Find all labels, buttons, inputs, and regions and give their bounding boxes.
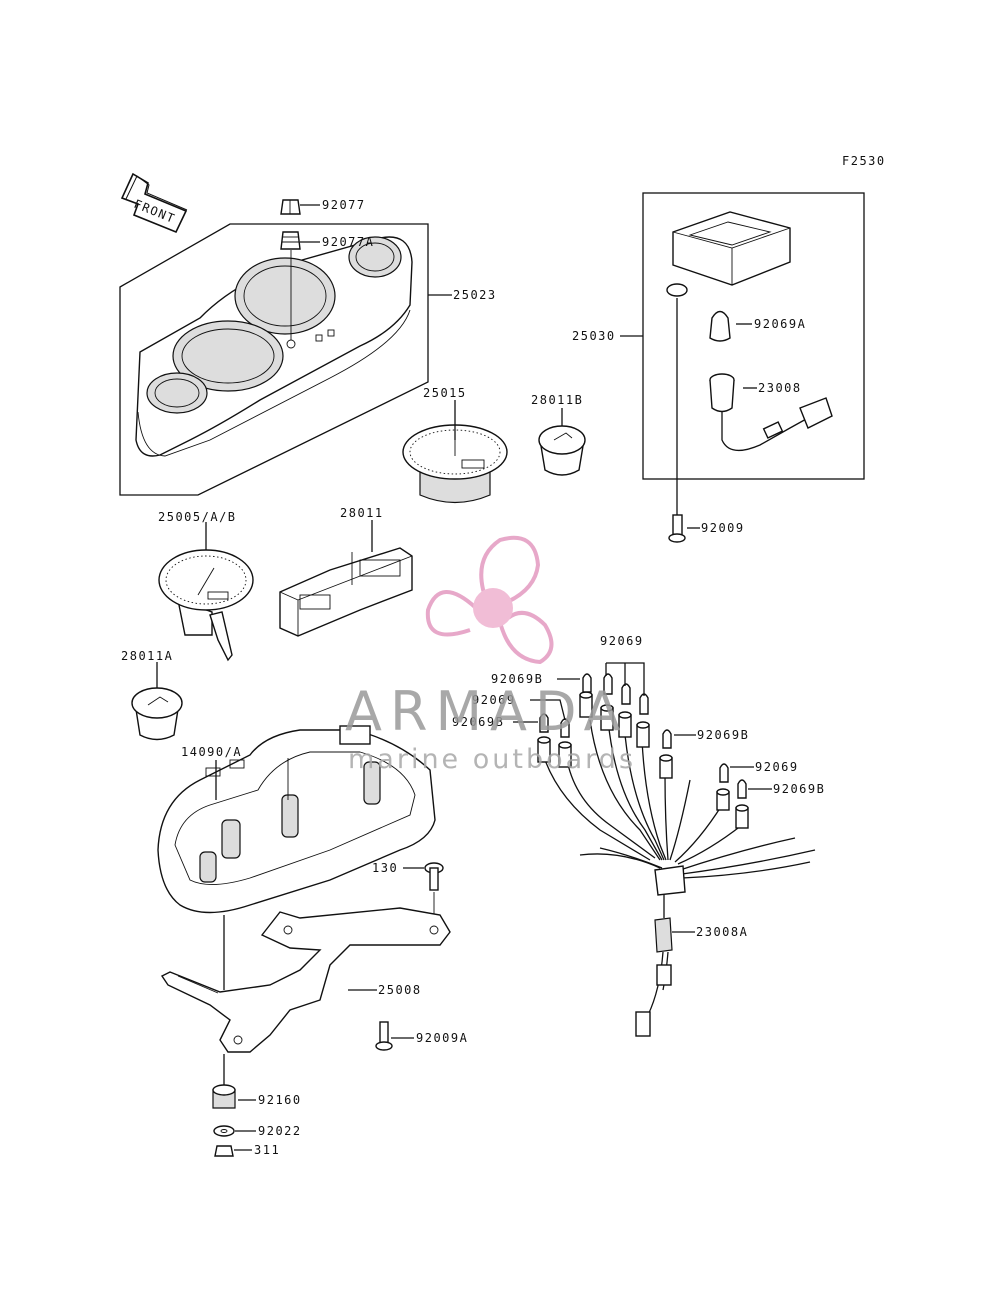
label-28011B: 28011B — [531, 393, 583, 407]
part-14090: 14090/A — [157, 725, 436, 914]
label-92069-top: 92069 — [600, 634, 644, 648]
propeller-icon — [425, 535, 554, 665]
label-25005: 25005/A/B — [158, 510, 237, 524]
part-25015: 25015 — [402, 386, 508, 504]
part-28011B: 28011B — [531, 393, 586, 476]
label-92077A: 92077A — [322, 235, 374, 249]
label-25030: 25030 — [572, 329, 616, 343]
meter-cover-group: 25023 — [119, 223, 497, 496]
label-92069B-f: 92069B — [773, 782, 825, 796]
label-14090: 14090/A — [181, 745, 242, 759]
label-92069A: 92069A — [754, 317, 806, 331]
part-28011: 28011 — [279, 506, 413, 637]
part-25005: 25005/A/B — [158, 510, 254, 662]
label-92069-e: 92069 — [755, 760, 799, 774]
label-28011: 28011 — [340, 506, 384, 520]
label-92009A: 92009A — [416, 1031, 468, 1045]
figure-number: F2530 — [842, 154, 886, 168]
label-92009: 92009 — [701, 521, 745, 535]
label-92069B-c: 92069B — [452, 715, 504, 729]
label-92069B-a: 92069B — [491, 672, 543, 686]
label-92069B-d: 92069B — [697, 728, 749, 742]
watermark-tagline: marine outboards — [348, 744, 636, 775]
part-92009A: 92009A — [375, 1021, 468, 1051]
part-25008: 25008 — [160, 907, 451, 1053]
label-92022: 92022 — [258, 1124, 302, 1138]
part-92077A: 92077A — [280, 231, 374, 250]
label-92069-b: 92069 — [472, 693, 516, 707]
label-92077: 92077 — [322, 198, 366, 212]
label-311: 311 — [254, 1143, 280, 1157]
bulb-callouts: 92069 92069B 92069 92069B 92069B 92069 9… — [452, 634, 825, 796]
label-23008: 23008 — [758, 381, 802, 395]
part-23008A-harness: 23008A — [544, 719, 816, 1037]
part-28011A: 28011A — [121, 649, 183, 741]
bulb-sockets — [537, 691, 749, 829]
propeller-hub — [473, 588, 513, 628]
armada-logo-watermark: ARMADA marine outboards — [345, 535, 636, 775]
label-25015: 25015 — [423, 386, 467, 400]
label-92160: 92160 — [258, 1093, 302, 1107]
bulbs — [539, 673, 747, 799]
label-25008: 25008 — [378, 983, 422, 997]
part-92077: 92077 — [280, 198, 366, 215]
part-130: 130 — [372, 861, 444, 928]
indicator-unit-group: 25030 92069A 23008 — [572, 192, 865, 480]
part-stack-lower: 92160 92022 311 — [212, 915, 302, 1157]
label-28011A: 28011A — [121, 649, 173, 663]
watermark-brand: ARMADA — [345, 680, 629, 743]
front-arrow-icon: FRONT — [120, 172, 188, 234]
label-130: 130 — [372, 861, 398, 875]
part-92009: 92009 — [668, 298, 745, 543]
label-25023: 25023 — [453, 288, 497, 302]
label-23008A: 23008A — [696, 925, 748, 939]
